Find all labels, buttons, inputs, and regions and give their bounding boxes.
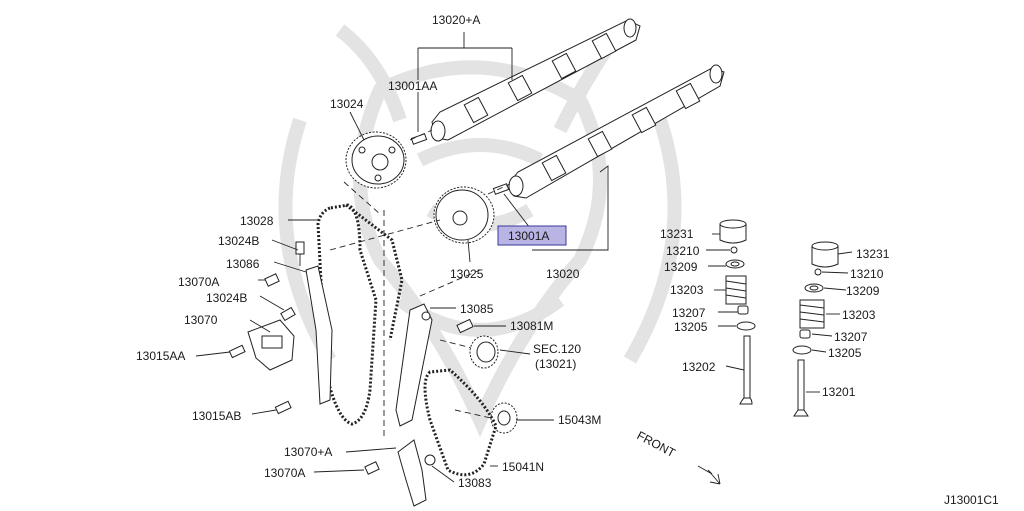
alignment-lines: [329, 129, 511, 440]
callout-13205-left[interactable]: 13205: [674, 320, 708, 334]
valve-seal-13207-left[interactable]: [737, 305, 749, 315]
tensioner-arm-13070plusA[interactable]: [397, 439, 427, 507]
callout-13024[interactable]: 13024: [330, 97, 364, 111]
callout-13203-left[interactable]: 13203: [670, 283, 704, 297]
callout-13201[interactable]: 13201: [822, 385, 856, 399]
callout-13207-right[interactable]: 13207: [834, 330, 868, 344]
callout-13024B-upper[interactable]: 13024B: [218, 234, 259, 248]
selected-part-highlight: [497, 225, 567, 246]
tensioner-13070[interactable]: [247, 319, 295, 371]
exhaust-valve-13201[interactable]: [793, 359, 809, 417]
spring-seat-13205-left[interactable]: [736, 321, 756, 331]
dowel-pin-13001AA[interactable]: [410, 133, 428, 145]
callout-13020A[interactable]: 13020+A: [432, 13, 480, 27]
chain-guide-13086[interactable]: [305, 265, 333, 405]
pin-13070A-lower[interactable]: [364, 461, 380, 475]
callout-13083[interactable]: 13083: [458, 476, 492, 490]
spring-seat-13205-right[interactable]: [792, 345, 812, 355]
callout-13070plusA[interactable]: 13070+A: [284, 445, 332, 459]
sprocket-13024[interactable]: [345, 131, 407, 189]
bolt-13024B-upper[interactable]: [295, 241, 305, 266]
callout-13070A-upper[interactable]: 13070A: [178, 275, 219, 289]
bolt-13081M[interactable]: [456, 318, 474, 334]
callout-13203-right[interactable]: 13203: [842, 308, 876, 322]
part-labels: 13020+A 13001AA 13024 13028 13024B 13086…: [136, 13, 999, 507]
bolt-13015AB[interactable]: [274, 400, 292, 415]
callout-13210-left[interactable]: 13210: [666, 244, 700, 258]
callout-13085[interactable]: 13085: [460, 302, 494, 316]
callout-13001A[interactable]: 13001A: [508, 229, 549, 243]
oil-pump-sprocket-15043M[interactable]: [490, 402, 518, 434]
diagram-id: J13001C1: [944, 493, 999, 507]
camshaft-intake[interactable]: [508, 64, 725, 199]
callout-13210-right[interactable]: 13210: [850, 267, 884, 281]
callout-13081M[interactable]: 13081M: [510, 319, 553, 333]
valve-spring-13203-right[interactable]: [799, 299, 825, 329]
front-arrow-icon: [697, 465, 721, 485]
pin-13070A-upper[interactable]: [264, 273, 280, 287]
callout-13207-left[interactable]: 13207: [672, 306, 706, 320]
callout-13209-right[interactable]: 13209: [846, 284, 880, 298]
callout-13028[interactable]: 13028: [240, 214, 274, 228]
camshaft-exhaust[interactable]: [430, 18, 641, 142]
callout-13231-left[interactable]: 13231: [660, 227, 694, 241]
callout-13070A-lower[interactable]: 13070A: [264, 466, 305, 480]
callout-13209-left[interactable]: 13209: [664, 260, 698, 274]
valve-lifter-13231-left[interactable]: [719, 219, 747, 244]
callout-15043M[interactable]: 15043M: [558, 413, 601, 427]
valve-lifter-13231-right[interactable]: [811, 241, 839, 268]
valve-spring-13203-left[interactable]: [725, 275, 747, 305]
crank-sprocket-13021[interactable]: [469, 335, 499, 369]
valve-shim-13210-right[interactable]: [814, 268, 822, 276]
intake-valve-13202[interactable]: [739, 335, 753, 405]
sec-reference-line1[interactable]: SEC.120: [533, 342, 581, 356]
callout-13070[interactable]: 13070: [184, 313, 218, 327]
sec-reference-line2[interactable]: (13021): [535, 357, 576, 371]
callout-13025[interactable]: 13025: [450, 267, 484, 281]
callout-13015AA[interactable]: 13015AA: [136, 349, 185, 363]
bolt-13024B-lower[interactable]: [280, 306, 296, 322]
callout-13015AB[interactable]: 13015AB: [192, 409, 241, 423]
callout-13024B-lower[interactable]: 13024B: [206, 291, 247, 305]
spring-retainer-13209-left[interactable]: [725, 259, 745, 269]
callout-13001AA[interactable]: 13001AA: [388, 79, 437, 93]
valve-seal-13207-right[interactable]: [799, 329, 811, 339]
callout-13086[interactable]: 13086: [226, 257, 260, 271]
callout-15041N[interactable]: 15041N: [502, 460, 544, 474]
front-label: FRONT: [635, 428, 679, 460]
chain-guide-13085[interactable]: [395, 303, 433, 427]
spring-retainer-13209-right[interactable]: [804, 283, 824, 293]
oil-pump-chain-15041N[interactable]: [423, 368, 498, 477]
callout-13020[interactable]: 13020: [546, 267, 580, 281]
callout-13205-right[interactable]: 13205: [828, 346, 862, 360]
bolt-13083[interactable]: [424, 454, 436, 466]
bolt-13015AA[interactable]: [228, 344, 246, 359]
leader-lines: [195, 32, 853, 483]
callout-13202[interactable]: 13202: [682, 360, 716, 374]
callout-13231-right[interactable]: 13231: [856, 247, 890, 261]
sprocket-13025[interactable]: [433, 186, 495, 244]
front-direction-indicator: FRONT: [635, 428, 721, 485]
valve-shim-13210-left[interactable]: [730, 246, 738, 254]
dowel-pin-13001A[interactable]: [492, 183, 510, 195]
